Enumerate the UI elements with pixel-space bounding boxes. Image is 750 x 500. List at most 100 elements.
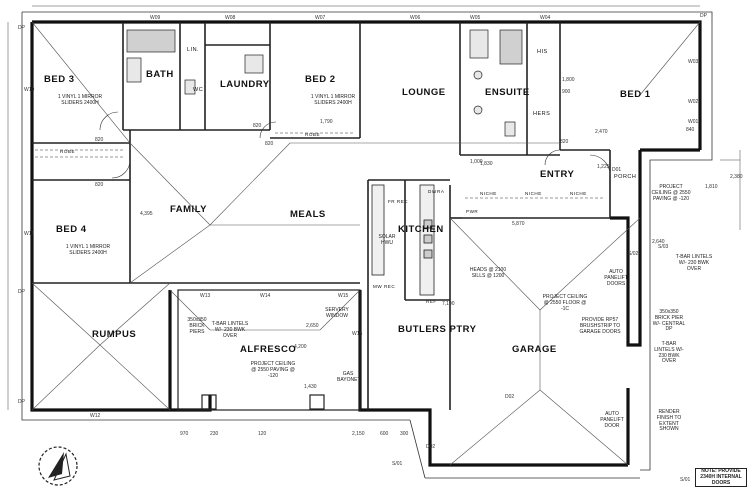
appliance-ra: RA [437, 189, 445, 194]
section-s01-a: S/01 [392, 461, 403, 467]
dim-2650: 2,650 [306, 323, 319, 329]
room-label-bath: BATH [146, 69, 174, 80]
note-mirror-bed3: 1 VINYL 1 MIRROR SLIDERS 2400H [57, 94, 103, 106]
note-gas-bayonet: GAS BAYONET [337, 371, 361, 383]
note-garage-brushstrip: PROVIDE RP57 BRUSHSTRIP TO GARAGE DOORS [579, 317, 621, 335]
room-label-garage: GARAGE [512, 344, 557, 355]
robe-label-bed2: ROBE [305, 132, 321, 137]
niche-label-3: NICHE [570, 191, 587, 196]
window-w16: W16 [352, 331, 363, 337]
niche-label-1: NICHE [480, 191, 497, 196]
appliance-mw: MW REC [373, 284, 396, 289]
external-walls [30, 20, 702, 467]
dim-4200: 4,200 [294, 344, 307, 350]
dim-1790: 1,790 [320, 119, 333, 125]
internal-walls [32, 22, 611, 410]
room-label-kitchen: KITCHEN [398, 224, 444, 235]
door-d02-a: D02 [426, 444, 436, 450]
dim-dp-2: DP [18, 289, 25, 295]
kitchen-bench [371, 184, 435, 296]
room-label-ensuite: ENSUITE [485, 87, 530, 98]
dim-4395: 4,395 [140, 211, 153, 217]
dim-600: 600 [380, 431, 389, 437]
dim-1000: 1,000 [470, 159, 483, 165]
appliance-dw: DW [428, 189, 437, 194]
ensuite-fixtures [469, 29, 523, 137]
dim-120: 120 [258, 431, 267, 437]
window-w04: W04 [540, 15, 551, 21]
note-solar-hwu: SOLAR HWU [378, 234, 396, 246]
appliance-ref: REF [426, 299, 437, 304]
bath-fixtures [126, 29, 264, 95]
note-garage-lintels: T-BAR LINTELS W/- 230 BWK OVER [654, 341, 684, 365]
dimension-lines [7, 5, 741, 410]
window-w07: W07 [315, 15, 326, 21]
room-label-alfresco: ALFRESCO [240, 344, 297, 355]
dim-1225: 1,225 [597, 164, 610, 170]
alfresco-outline [177, 289, 361, 411]
room-label-entry: ENTRY [540, 169, 575, 180]
dim-2640: 2,640 [652, 239, 665, 245]
room-label-bed4: BED 4 [56, 224, 87, 235]
window-w14: W14 [260, 293, 271, 299]
dim-840: 840 [686, 127, 695, 133]
note-render-finish: RENDER FINISH TO EXTENT SHOWN [656, 409, 682, 433]
room-label-wc: WC [193, 87, 204, 93]
robe-shelves [35, 132, 605, 199]
window-w01: W01 [688, 119, 699, 125]
dim-820-b: 820 [95, 182, 104, 188]
room-label-bed2: BED 2 [305, 74, 336, 85]
window-w05: W05 [470, 15, 481, 21]
footer-note: NOTE: PROVIDE 2340H INTERNAL DOORS [695, 468, 747, 488]
dim-2150: 2,150 [352, 431, 365, 437]
note-mirror-bed4: 1 VINYL 1 MIRROR SLIDERS 2400H [65, 244, 111, 256]
section-s03: S/03 [658, 244, 669, 250]
note-porch-lintels: T-BAR LINTELS W/- 230 BWK OVER [675, 254, 713, 272]
dim-230: 230 [210, 431, 219, 437]
dim-dp-1: DP [18, 25, 25, 31]
note-garage-ceiling: PROJECT CEILING @ 2550 FLOOR @ -1C [542, 294, 588, 312]
room-label-laundry: LAUNDRY [220, 79, 270, 90]
dim-900: 900 [562, 89, 571, 95]
note-mirror-bed2: 1 VINYL 1 MIRROR SLIDERS 2400H [310, 94, 356, 106]
window-w09: W09 [150, 15, 161, 21]
room-label-family: FAMILY [170, 204, 207, 215]
dim-300: 300 [400, 431, 409, 437]
window-w13: W13 [200, 293, 211, 299]
roof-hip-lines [31, 21, 701, 466]
dim-1810: 1,810 [705, 184, 718, 190]
dim-1430: 1,430 [304, 384, 317, 390]
room-label-his: HIS [537, 49, 548, 55]
room-label-meals: MEALS [290, 209, 326, 220]
note-servery-window: SERVERY WINDOW [325, 307, 349, 319]
appliance-fr: FR REC [388, 199, 409, 204]
note-alfresco-lintels: T-BAR LINTELS W/- 230 BWK OVER [211, 321, 249, 339]
dim-2470: 2,470 [595, 129, 608, 135]
door-d02-b: D02 [505, 394, 515, 400]
window-w15: W15 [338, 293, 349, 299]
robe-label-bed3: ROBE [60, 149, 76, 154]
room-label-bed3: BED 3 [44, 74, 75, 85]
window-w03: W03 [688, 59, 699, 65]
room-label-porch: PORCH [614, 174, 637, 180]
window-w11: W11 [24, 231, 34, 237]
room-label-lin: LIN. [187, 47, 200, 53]
section-s02: S/02 [628, 251, 639, 257]
note-panelift-doors: AUTO PANELIFT DOORS [604, 269, 628, 287]
window-w02: W02 [688, 99, 699, 105]
dim-5870: 5,870 [512, 221, 525, 227]
dim-820-e: 820 [560, 139, 569, 145]
room-label-lounge: LOUNGE [402, 87, 446, 98]
niche-label-2: NICHE [525, 191, 542, 196]
note-heads-sills: HEADS @ 2100 SILLS @ 1200 [469, 267, 507, 279]
room-label-rumpus: RUMPUS [92, 329, 137, 340]
section-s01-b: S/01 [680, 477, 691, 483]
note-alfresco-ceiling: PROJECT CEILING @ 2550 PAVING @ -120 [250, 361, 296, 379]
window-w10: W10 [24, 87, 35, 93]
dim-820-d: 820 [265, 141, 274, 147]
room-label-bed1: BED 1 [620, 89, 651, 100]
door-d01: D01 [612, 167, 622, 173]
north-arrow-icon [38, 446, 78, 486]
dim-820-a: 820 [95, 137, 104, 143]
